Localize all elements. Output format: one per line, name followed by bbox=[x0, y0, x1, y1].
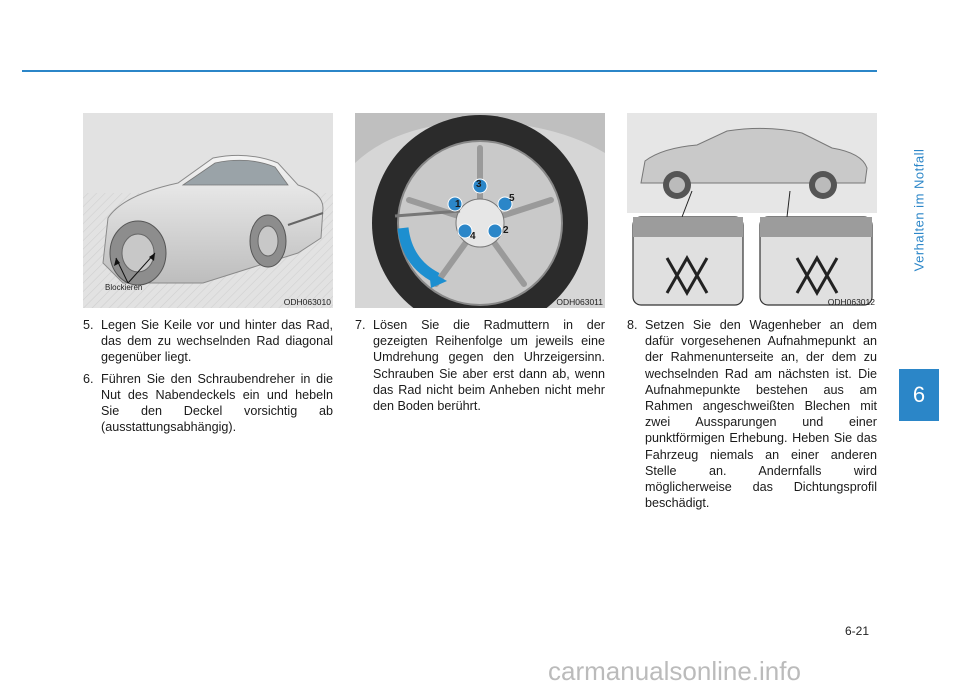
step-text: Setzen Sie den Wagenheber an dem dafür v… bbox=[645, 318, 877, 511]
lug-number-2: 2 bbox=[503, 225, 509, 236]
header-rule bbox=[22, 70, 877, 72]
step-number: 6. bbox=[83, 371, 94, 386]
lug-number-4: 4 bbox=[470, 231, 476, 242]
step-number: 5. bbox=[83, 318, 94, 332]
instruction-column-1: 5. Legen Sie Keile vor und hinter das Ra… bbox=[83, 317, 333, 440]
page-number: 6-21 bbox=[845, 624, 870, 638]
step-number: 7. bbox=[355, 318, 366, 332]
step-text: Führen Sie den Schraubendreher in die Nu… bbox=[101, 371, 333, 435]
chapter-side-title: Verhalten im Notfall bbox=[899, 60, 939, 360]
car-chock-illustration bbox=[83, 113, 333, 308]
lug-number-3: 3 bbox=[476, 179, 482, 190]
instruction-step: 5. Legen Sie Keile vor und hinter das Ra… bbox=[83, 317, 333, 366]
instruction-step: 8. Setzen Sie den Wagenheber an dem dafü… bbox=[627, 317, 877, 511]
jack-point-illustration bbox=[627, 113, 877, 308]
step-number: 8. bbox=[627, 318, 638, 332]
figure-code: ODH063010 bbox=[283, 297, 331, 307]
figure-code: ODH063012 bbox=[827, 297, 875, 307]
figure-label: Blockieren bbox=[105, 283, 143, 292]
figure-wheel-chocks: Blockieren ODH063010 bbox=[83, 113, 333, 308]
figure-lug-nut-order: 3 5 2 4 1 ODH063011 bbox=[355, 113, 605, 308]
watermark: carmanualsonline.info bbox=[548, 656, 801, 686]
instruction-column-2: 7. Lösen Sie die Radmuttern in der gezei… bbox=[355, 317, 605, 419]
lug-number-1: 1 bbox=[455, 199, 461, 210]
lug-number-5: 5 bbox=[509, 193, 515, 204]
step-text: Legen Sie Keile vor und hinter das Rad, … bbox=[101, 318, 333, 365]
chapter-title-text: Verhalten im Notfall bbox=[911, 148, 927, 272]
figure-code: ODH063011 bbox=[556, 297, 603, 307]
instruction-column-3: 8. Setzen Sie den Wagenheber an dem dafü… bbox=[627, 317, 877, 516]
instruction-step: 6. Führen Sie den Schraubendreher in die… bbox=[83, 371, 333, 436]
instruction-step: 7. Lösen Sie die Radmuttern in der gezei… bbox=[355, 317, 605, 414]
figure-jack-points: ODH063012 bbox=[627, 113, 877, 308]
chapter-tab[interactable]: 6 bbox=[899, 369, 939, 421]
step-text: Lösen Sie die Radmuttern in der gezeigte… bbox=[373, 318, 605, 414]
wheel-illustration bbox=[355, 113, 605, 308]
